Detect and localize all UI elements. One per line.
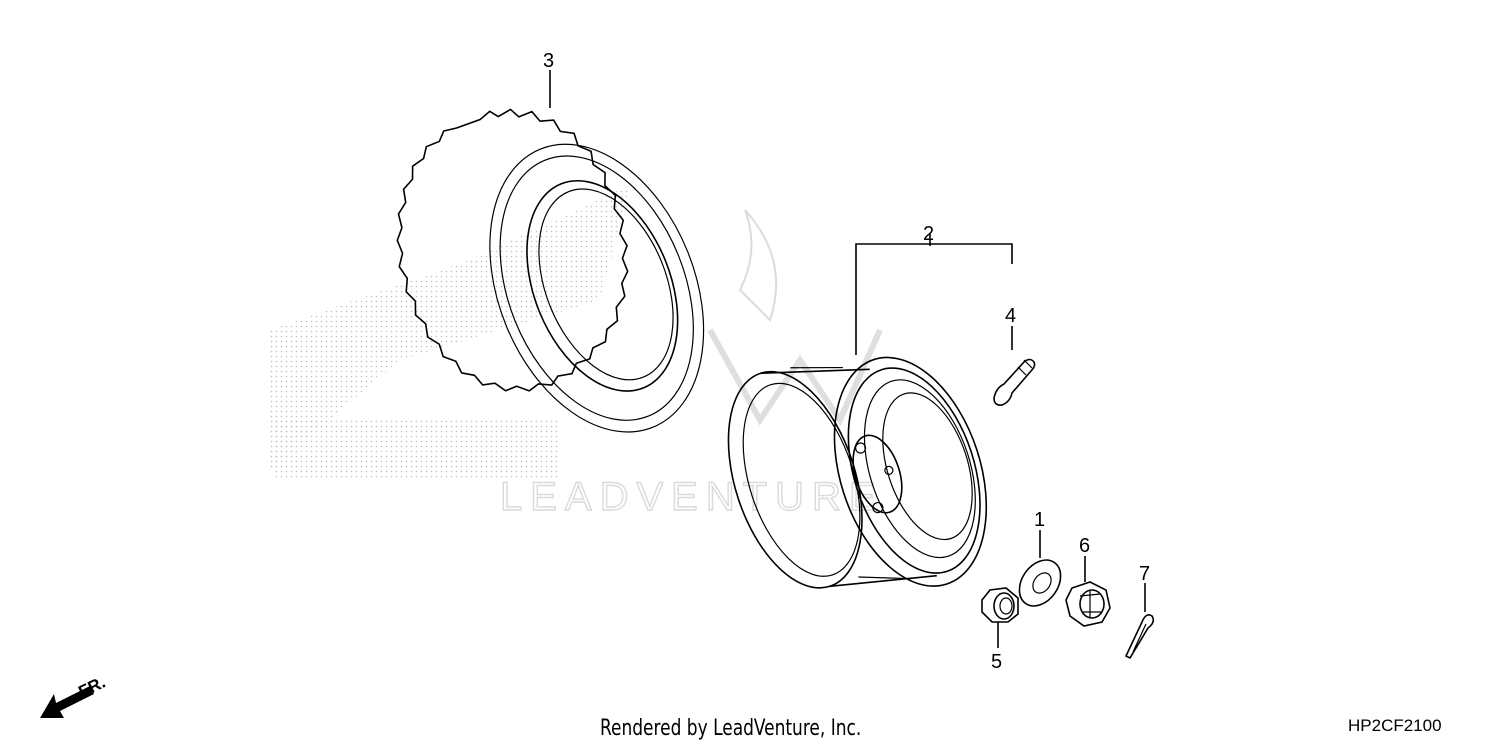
tire-sidewall: [489, 143, 705, 433]
callout-5: 5: [991, 651, 1002, 673]
diagram-code: HP2CF2100: [1348, 716, 1442, 735]
callout-6: 6: [1079, 535, 1090, 557]
castle-nut[interactable]: [1065, 581, 1111, 627]
watermark: LEADVENTURE: [270, 185, 884, 520]
rim-front-flange: [833, 356, 988, 587]
callout-3: 3: [543, 50, 554, 72]
valve-stem[interactable]: [993, 358, 1036, 406]
callout-4: 4: [1005, 305, 1016, 327]
tire-bead: [526, 179, 679, 392]
svg-text:LEADVENTURE: LEADVENTURE: [500, 475, 884, 519]
credit-text: Rendered by LeadVenture, Inc.: [600, 716, 862, 741]
front-arrow-icon: FR.: [40, 673, 108, 718]
tire[interactable]: [355, 62, 744, 494]
cotter-pin[interactable]: [1124, 614, 1155, 660]
leader-lines: [549, 70, 1146, 648]
tire-tread-outline: [396, 108, 629, 392]
rim-hub: [852, 434, 903, 514]
callout-2: 2: [923, 223, 934, 245]
callout-7: 7: [1139, 563, 1150, 585]
callout-1: 1: [1034, 509, 1045, 531]
washer[interactable]: [1011, 552, 1069, 614]
tire-sidewall-inner: [499, 155, 694, 421]
wheel-rim[interactable]: [704, 317, 1014, 637]
collar-nut[interactable]: [981, 587, 1019, 623]
